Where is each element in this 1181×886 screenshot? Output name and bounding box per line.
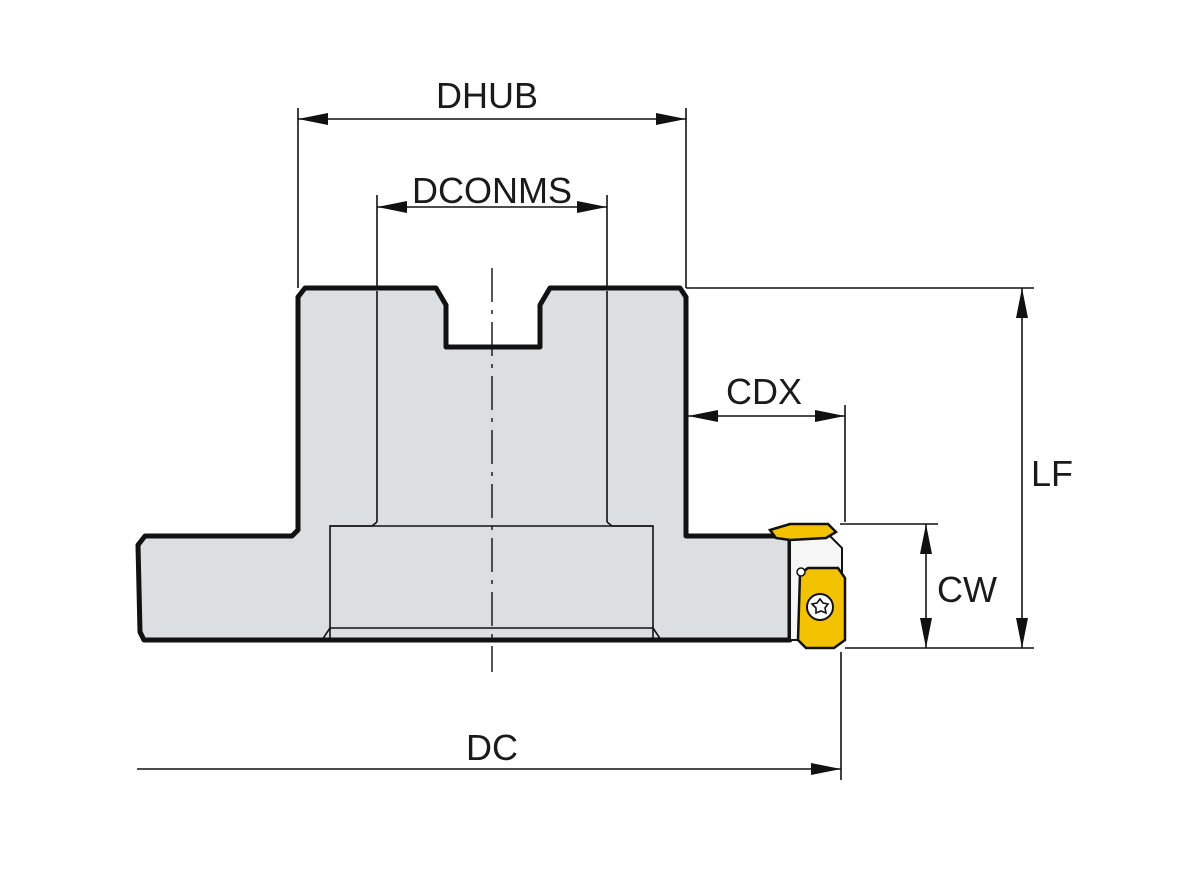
- dhub-arrow-right: [656, 113, 686, 125]
- torx-icon: [810, 597, 830, 615]
- recess-bottom-chamfer-right: [652, 627, 662, 641]
- cutter-body: [135, 285, 793, 643]
- cdx-arrow-right: [815, 410, 845, 422]
- dhub-arrow-left: [298, 113, 328, 125]
- cdx-label: CDX: [726, 371, 802, 412]
- lf-arrow-bottom: [1016, 618, 1028, 648]
- dconms-arrow-right: [577, 201, 607, 213]
- dconms-label: DCONMS: [412, 170, 572, 211]
- cw-arrow-top: [920, 524, 932, 554]
- dhub-label: DHUB: [436, 75, 538, 116]
- dc-label: DC: [466, 727, 518, 768]
- lf-label: LF: [1031, 453, 1073, 494]
- recess-bottom-chamfer-left: [321, 627, 331, 641]
- dconms-arrow-left: [377, 201, 407, 213]
- insert-pin: [796, 567, 806, 577]
- lf-arrow-top: [1016, 288, 1028, 318]
- insert-top-edge: [767, 522, 839, 542]
- dc-arrow-right: [811, 763, 841, 775]
- cdx-arrow-left: [688, 410, 718, 422]
- cw-arrow-bottom: [920, 618, 932, 648]
- cw-label: CW: [937, 569, 997, 610]
